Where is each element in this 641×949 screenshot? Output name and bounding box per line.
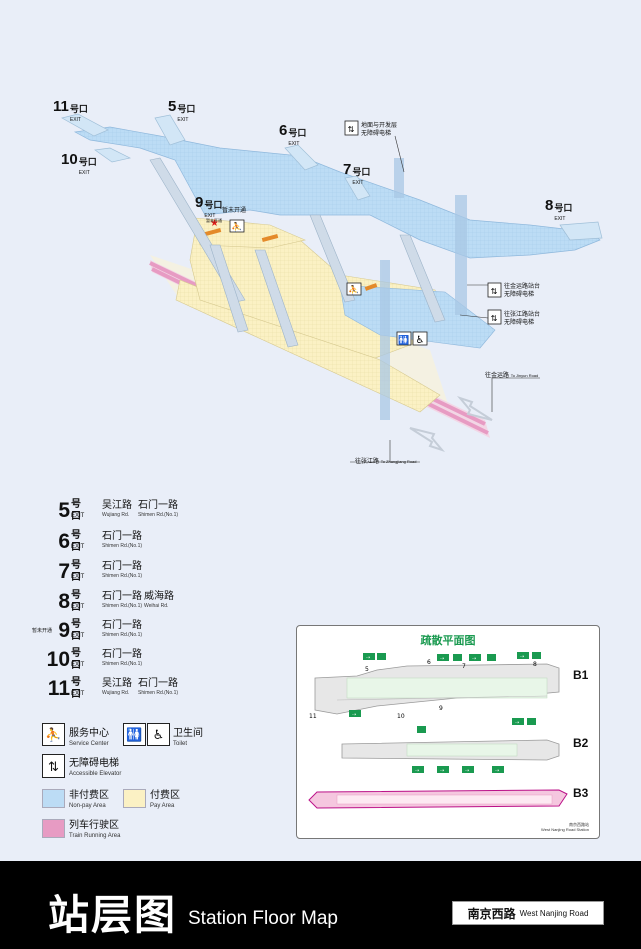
arrow-to-zhangjiang: [409, 427, 446, 453]
running-swatch: [42, 819, 65, 838]
toilet-icon: 🚻: [123, 723, 146, 746]
svg-text:⇢: ⇢: [440, 768, 444, 774]
inset-exit-7: 7: [462, 663, 466, 670]
dir-to-zhangjiang: 往张江路 To Zhangjiang Road: [355, 459, 417, 465]
escalators: [149, 157, 446, 348]
exit-passages: [61, 113, 603, 241]
svg-text:⇅: ⇅: [491, 287, 498, 296]
svg-text:⇢: ⇢: [440, 656, 444, 662]
station-name-cn: 南京西路: [467, 906, 516, 921]
map-toilet-icon: 🚻: [396, 331, 412, 346]
map-service-icon: ⛹: [229, 219, 245, 233]
svg-text:⇢: ⇢: [515, 720, 519, 726]
temp-closed-star-icon: ★: [210, 218, 219, 229]
footer-bar: 站层图 Station Floor Map 南京西路 West Nanjing …: [0, 861, 641, 949]
direction-arrows: [350, 377, 540, 463]
b2-gate: [364, 283, 378, 291]
map-elevator-icon-jinyun: ⇅: [487, 282, 502, 298]
note-jinyun-elevator: 往金运路站台无障碍电梯: [504, 284, 541, 298]
inset-exit-9: 9: [439, 705, 443, 712]
inset-exit-8: 8: [533, 661, 537, 668]
evacuation-plan: 疏散平面图 ⇢ ⇢ ⇢ ⇢ ⇢ ⇢: [296, 625, 600, 839]
svg-text:⇢: ⇢: [415, 768, 419, 774]
elevator-shafts: [380, 158, 467, 420]
svg-text:⇢: ⇢: [495, 768, 499, 774]
service-center-icon: ⛹: [42, 723, 65, 746]
map-elevator-icon-zhangjiang: ⇅: [487, 309, 502, 325]
svg-text:♿: ♿: [416, 335, 425, 346]
inset-exit-10: 10: [397, 713, 405, 720]
svg-text:⇅: ⇅: [348, 125, 355, 134]
b1-nonpay-area: [73, 126, 601, 259]
svg-text:⇢: ⇢: [520, 654, 524, 660]
pay-swatch: [123, 789, 146, 808]
station-name-box: 南京西路 West Nanjing Road: [452, 901, 604, 925]
svg-text:⛹: ⛹: [348, 284, 359, 295]
map-temp-closed-small: 暂未开通: [206, 218, 222, 223]
svg-text:⇢: ⇢: [472, 656, 476, 662]
b1-gate-2: [261, 233, 279, 243]
b1-gate-1: [204, 227, 222, 237]
map-service-icon-b2: ⛹: [346, 282, 362, 296]
inset-b2: [341, 739, 560, 761]
inset-exit-5: 5: [365, 666, 369, 673]
exit-9-temp-closed: 暂未开通: [32, 628, 53, 634]
inset-level-b1: B1: [573, 668, 589, 682]
map-temp-closed-label: 暂未开通: [222, 208, 247, 214]
note-zhangjiang-elevator: 往张江路站台无障碍电梯: [504, 312, 541, 326]
nonpay-swatch: [42, 789, 65, 808]
svg-text:⇢: ⇢: [366, 655, 370, 661]
title-english: Station Floor Map: [188, 908, 338, 929]
map-elevator-icon-ground: ⇅: [344, 120, 359, 136]
inset-level-b2: B2: [573, 736, 589, 750]
inset-exit-6: 6: [427, 659, 431, 666]
note-ground-elevator: 地面与开发层无障碍电梯: [361, 123, 398, 137]
svg-text:⇅: ⇅: [491, 314, 498, 323]
accessible-toilet-icon: ♿: [147, 723, 170, 746]
inset-exit-11: 11: [309, 713, 317, 720]
station-name-en: West Nanjing Road: [519, 908, 589, 918]
svg-text:🚻: 🚻: [398, 334, 409, 345]
evacuation-plan-drawing: ⇢ ⇢ ⇢ ⇢ ⇢ ⇢ ⇢ ⇢ ⇢ ⇢ 5 6 7 8 9 10 11: [308, 652, 568, 809]
station-3d-map: ⛹ ⛹ 🚻 ♿ ⇅ ⇅ ⇅ ★: [61, 113, 603, 463]
map-accessible-toilet-icon: ♿: [412, 331, 428, 346]
elevator-icon: ⇅: [42, 754, 65, 778]
svg-text:⇢: ⇢: [352, 712, 356, 718]
svg-text:⛹: ⛹: [231, 221, 242, 232]
arrow-to-jinyun: [456, 395, 493, 421]
level-b1: [73, 126, 601, 259]
svg-text:⇢: ⇢: [465, 768, 469, 774]
inset-level-b3: B3: [573, 786, 589, 800]
inset-exit-signs: [349, 652, 541, 773]
title-chinese: 站层图: [48, 891, 177, 939]
evacuation-plan-title: 疏散平面图: [420, 635, 476, 647]
dir-to-jinyun: 往金运路 To Jinyun Road: [485, 373, 539, 379]
inset-b3: [308, 789, 568, 809]
inset-b1: [314, 663, 560, 715]
